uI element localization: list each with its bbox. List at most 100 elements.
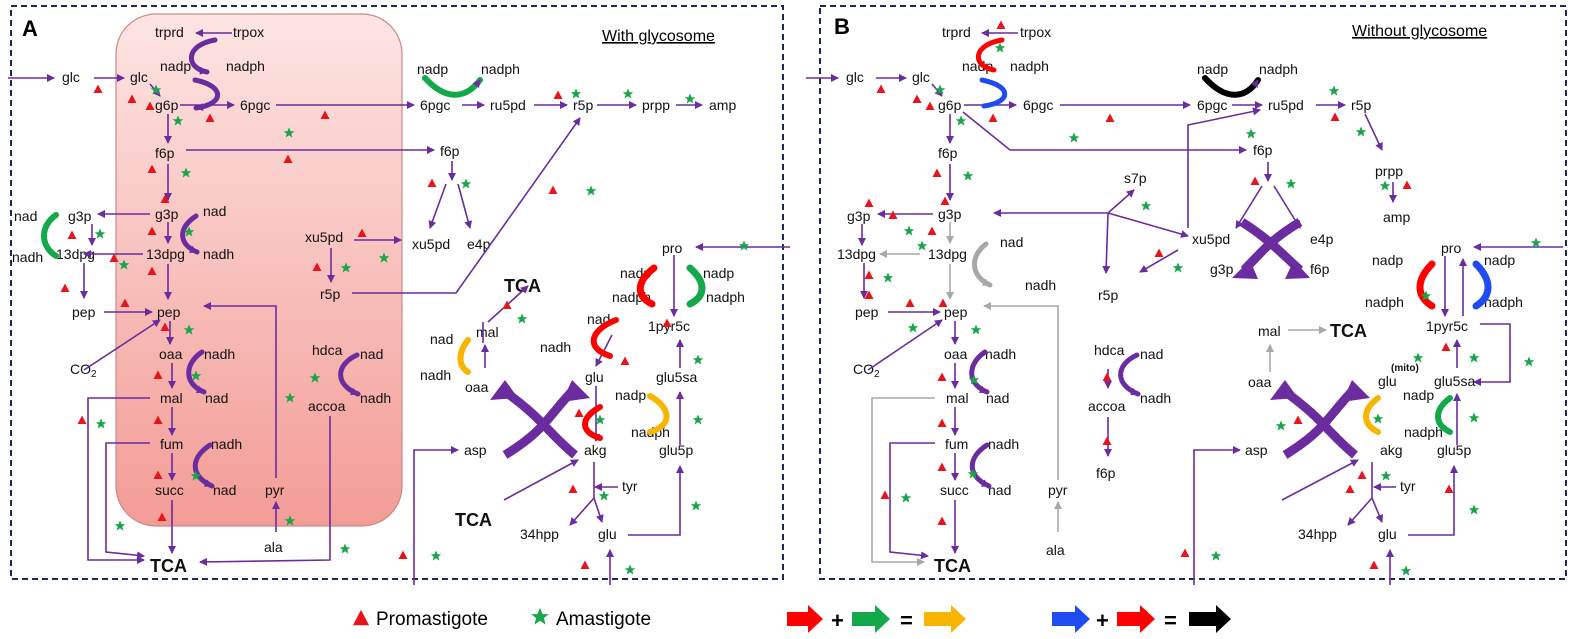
node-nadh: nadh <box>12 249 43 265</box>
node-oaa: oaa <box>944 346 968 362</box>
node-glc: glc <box>912 69 930 85</box>
node-nad: nad <box>430 331 453 347</box>
node-oaa: oaa <box>159 346 183 362</box>
node-nad: nad <box>213 482 236 498</box>
node-pep: pep <box>944 304 968 320</box>
node-pep: pep <box>855 304 879 320</box>
node-trprd: trprd <box>155 24 184 40</box>
node-accoa: accoa <box>308 398 346 414</box>
node-glu5p: glu5p <box>659 442 693 458</box>
panel-b: B Without glycosome trprd trpox nadp nad… <box>806 5 1567 585</box>
legend: Promastigote Amastigote + = + = <box>352 605 1231 633</box>
legend-color-equation-1: + = <box>787 605 966 633</box>
node-nadph: nadph <box>481 61 520 77</box>
equals-sign: = <box>900 608 913 633</box>
node-g3p: g3p <box>938 206 962 222</box>
red-arrow-icon <box>1117 605 1155 633</box>
node-ru5pd: ru5pd <box>490 97 526 113</box>
node-xu5pd: xu5pd <box>305 229 343 245</box>
node-r5p: r5p <box>1098 287 1118 303</box>
node-nad: nad <box>988 482 1011 498</box>
node-nadph: nadph <box>226 58 265 74</box>
node-fum: fum <box>160 436 183 452</box>
node-nadh: nadh <box>985 346 1016 362</box>
blue-arrow-icon <box>1052 605 1090 633</box>
plus-sign: + <box>831 608 844 633</box>
panel-a-exchange-cross <box>490 380 590 459</box>
node-f6p: f6p <box>155 145 175 161</box>
node-ala: ala <box>264 539 283 555</box>
node-g3p: g3p <box>847 208 871 224</box>
node-nadph: nadph <box>1484 294 1523 310</box>
node-mal: mal <box>160 390 183 406</box>
node-nadh: nadh <box>211 436 242 452</box>
node-hdca: hdca <box>312 342 343 358</box>
node-nadph: nadph <box>706 289 745 305</box>
node-fum: fum <box>945 436 968 452</box>
node-nadp: nadp <box>615 387 646 403</box>
node-nadp: nadp <box>1403 387 1434 403</box>
promastigote-marker-icon <box>352 609 370 626</box>
panel-b-letter: B <box>834 14 850 39</box>
node-prpp: prpp <box>1375 163 1403 179</box>
panel-b-title: Without glycosome <box>1352 23 1487 40</box>
node-nadp: nadp <box>1197 61 1228 77</box>
red-arrow-icon <box>787 605 823 633</box>
green-arrow-icon <box>852 605 890 633</box>
panel-a-title: With glycosome <box>602 28 715 45</box>
node-nadph: nadph <box>1365 294 1404 310</box>
node-amp: amp <box>709 97 736 113</box>
node-trpox: trpox <box>1020 24 1051 40</box>
node-co2: CO2 <box>70 361 97 380</box>
node-f6p: f6p <box>938 145 958 161</box>
node-nadph: nadph <box>1404 424 1443 440</box>
node-prpp: prpp <box>642 97 670 113</box>
node-nadh: nadh <box>204 346 235 362</box>
node-f6p: f6p <box>1310 261 1330 277</box>
legend-color-equation-2: + = <box>1052 605 1231 633</box>
node-g6p: g6p <box>938 97 962 113</box>
node-glu5sa: glu5sa <box>656 369 697 385</box>
node-xu5pd: xu5pd <box>412 236 450 252</box>
node-13dpg: 13dpg <box>928 246 967 262</box>
node-mito-tag: (mito) <box>1391 363 1419 374</box>
node-ru5pd: ru5pd <box>1268 97 1304 113</box>
node-f6p: f6p <box>1096 465 1116 481</box>
node-nad: nad <box>360 346 383 362</box>
node-nad: nad <box>203 203 226 219</box>
node-nadh: nadh <box>540 339 571 355</box>
node-succ: succ <box>940 482 969 498</box>
node-akg: akg <box>1380 442 1403 458</box>
panel-b-reactions <box>806 29 1563 585</box>
panel-b-exchange-cross <box>1232 218 1370 459</box>
node-6pgc: 6pgc <box>240 97 270 113</box>
node-r5p: r5p <box>573 97 593 113</box>
node-tca: TCA <box>455 510 492 530</box>
node-nadh: nadh <box>1025 277 1056 293</box>
panel-b-frame <box>819 5 1567 580</box>
panel-b-cofactor-arcs <box>969 37 1492 489</box>
node-glc: glc <box>130 69 148 85</box>
node-asp: asp <box>464 442 487 458</box>
panel-b-labels: trprd trpox nadp nadph glc glc g6p 6pgc … <box>837 24 1523 576</box>
node-nad: nad <box>1000 234 1023 250</box>
node-glu: glu <box>598 526 617 542</box>
node-trpox: trpox <box>233 24 264 40</box>
node-6pgc: 6pgc <box>1023 97 1053 113</box>
panel-a-labels: trprd trpox nadp nadph glc glc g6p 6pgc … <box>12 24 745 576</box>
node-e4p: e4p <box>1310 231 1334 247</box>
node-1pyr5c: 1pyr5c <box>1426 318 1468 334</box>
legend-promastigote-label: Promastigote <box>376 609 488 630</box>
node-g3p: g3p <box>68 208 92 224</box>
panel-a-letter: A <box>22 16 38 41</box>
node-13dpg: 13dpg <box>146 246 185 262</box>
node-g6p: g6p <box>155 97 179 113</box>
node-xu5pd: xu5pd <box>1192 231 1230 247</box>
node-asp: asp <box>1245 442 1268 458</box>
node-e4p: e4p <box>467 236 491 252</box>
node-r5p: r5p <box>320 286 340 302</box>
node-succ: succ <box>155 482 184 498</box>
node-nadp: nadp <box>962 58 993 74</box>
node-tca: TCA <box>934 556 971 576</box>
